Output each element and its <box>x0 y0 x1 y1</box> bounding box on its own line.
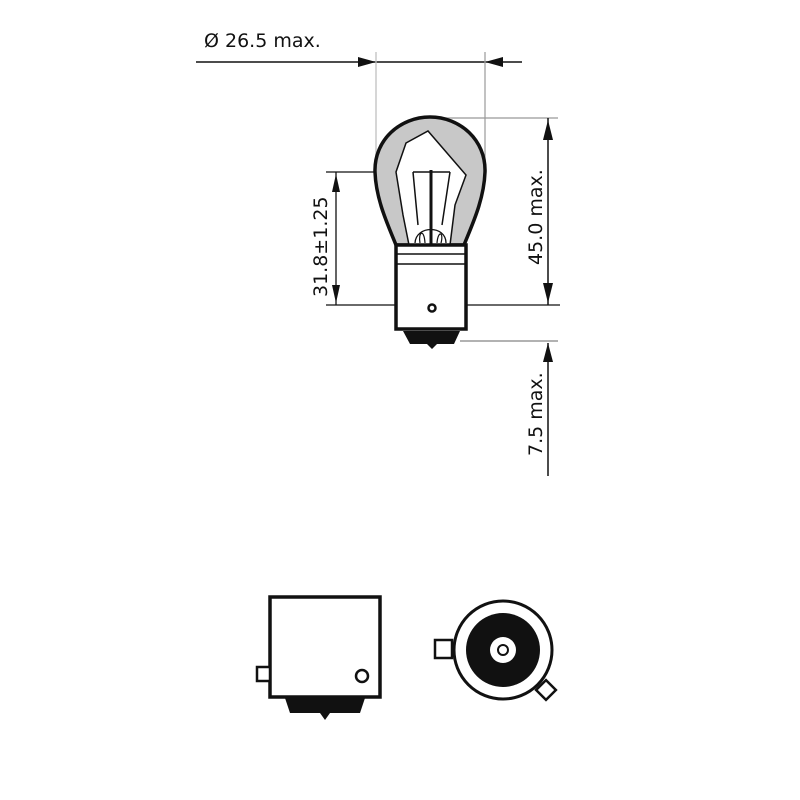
bulb-side-view <box>373 115 487 349</box>
base-length-label: 7.5 max. <box>525 372 547 456</box>
base-length-dimension: 7.5 max. <box>460 340 558 476</box>
base-bottom-view <box>433 599 558 702</box>
height-label: 45.0 max. <box>525 169 547 265</box>
diameter-label: Ø 26.5 max. <box>204 30 321 52</box>
height-dimension: 45.0 max. <box>430 117 558 305</box>
light-center-dimension: 31.8±1.25 <box>310 171 560 306</box>
base-side-view <box>255 595 382 720</box>
diameter-dimension: Ø 26.5 max. <box>196 30 522 170</box>
light-center-label: 31.8±1.25 <box>310 196 332 297</box>
